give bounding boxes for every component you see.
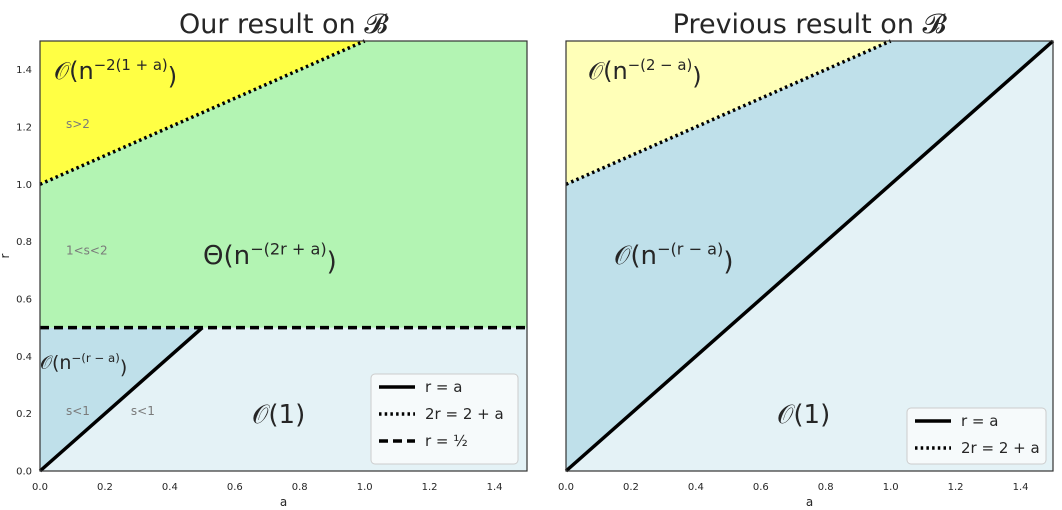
region-annotation: s<1 xyxy=(131,404,155,418)
boundary-line-solid xyxy=(564,39,1055,473)
legend-entry: r = ½ xyxy=(425,432,468,450)
legend-entry: 2r = 2 + a xyxy=(425,405,504,423)
y-tick-label: 0.6 xyxy=(16,295,32,306)
y-tick-label: 1.2 xyxy=(16,123,32,134)
x-tick-label: 1.2 xyxy=(422,482,438,493)
x-axis-label: a xyxy=(280,495,287,509)
x-tick-label: 1.0 xyxy=(883,482,899,493)
boundary-line-solid xyxy=(38,326,204,473)
x-tick-label: 0.2 xyxy=(97,482,113,493)
panel-previous-result: 𝒪(n−(2 − a)) 𝒪(n−(r − a)) 𝒪(1) Previous res… xyxy=(558,9,1055,509)
region-label: 𝒪(1) xyxy=(777,400,830,430)
y-tick-label: 1.4 xyxy=(16,65,32,76)
x-tick-label: 0.0 xyxy=(558,482,574,493)
panel-our-result: 𝒪(n−2(1 + a)) Θ(n−(2r + a)) 𝒪(n−(r − a)) 𝒪(… xyxy=(0,9,528,509)
y-tick-label: 1.0 xyxy=(16,180,32,191)
x-axis-label: a xyxy=(806,495,813,509)
boundary-line-dotted xyxy=(39,39,366,186)
x-tick-label: 1.0 xyxy=(357,482,373,493)
x-tick-label: 0.6 xyxy=(227,482,243,493)
legend-entry: r = a xyxy=(425,378,462,396)
region-label: 𝒪(n−(r − a)) xyxy=(40,351,127,378)
chart-title: Previous result on 𝓑 xyxy=(673,9,948,40)
legend: r = a 2r = 2 + a xyxy=(906,407,1047,465)
y-axis-label: r xyxy=(0,253,12,258)
legend-entry: r = a xyxy=(961,412,998,430)
region-1 xyxy=(40,41,527,328)
x-tick-label: 0.8 xyxy=(818,482,834,493)
region-annotation: s<1 xyxy=(66,404,90,418)
x-tick-label: 0.0 xyxy=(32,482,48,493)
region-annotation: s>2 xyxy=(66,117,90,131)
boundary-line-dotted xyxy=(565,39,892,186)
x-tick-label: 1.4 xyxy=(1013,482,1029,493)
region-label: Θ(n−(2r + a)) xyxy=(203,239,337,277)
plot-frame xyxy=(565,40,1054,472)
y-tick-label: 0.8 xyxy=(16,237,32,248)
legend-entry: 2r = 2 + a xyxy=(961,439,1040,457)
x-tick-label: 0.6 xyxy=(753,482,769,493)
region-label: 𝒪(n−(2 − a)) xyxy=(588,56,702,90)
legend: r = a 2r = 2 + a r = ½ xyxy=(370,373,519,465)
region-label: 𝒪(n−(r − a)) xyxy=(614,239,733,277)
region-label: 𝒪(n−2(1 + a)) xyxy=(54,56,177,90)
region-annotation: 1<s<2 xyxy=(66,243,108,257)
chart-title: Our result on 𝓑 xyxy=(179,9,389,40)
y-tick-label: 0.2 xyxy=(16,409,32,420)
y-tick-label: 0.4 xyxy=(16,352,32,363)
x-tick-label: 0.4 xyxy=(688,482,704,493)
y-tick-label: 0.0 xyxy=(16,467,32,478)
x-tick-label: 0.2 xyxy=(623,482,639,493)
x-tick-label: 1.2 xyxy=(948,482,964,493)
plot-frame xyxy=(39,40,528,472)
x-tick-label: 1.4 xyxy=(487,482,503,493)
region-label: 𝒪(1) xyxy=(252,400,305,430)
x-tick-label: 0.8 xyxy=(292,482,308,493)
x-tick-label: 0.4 xyxy=(162,482,178,493)
